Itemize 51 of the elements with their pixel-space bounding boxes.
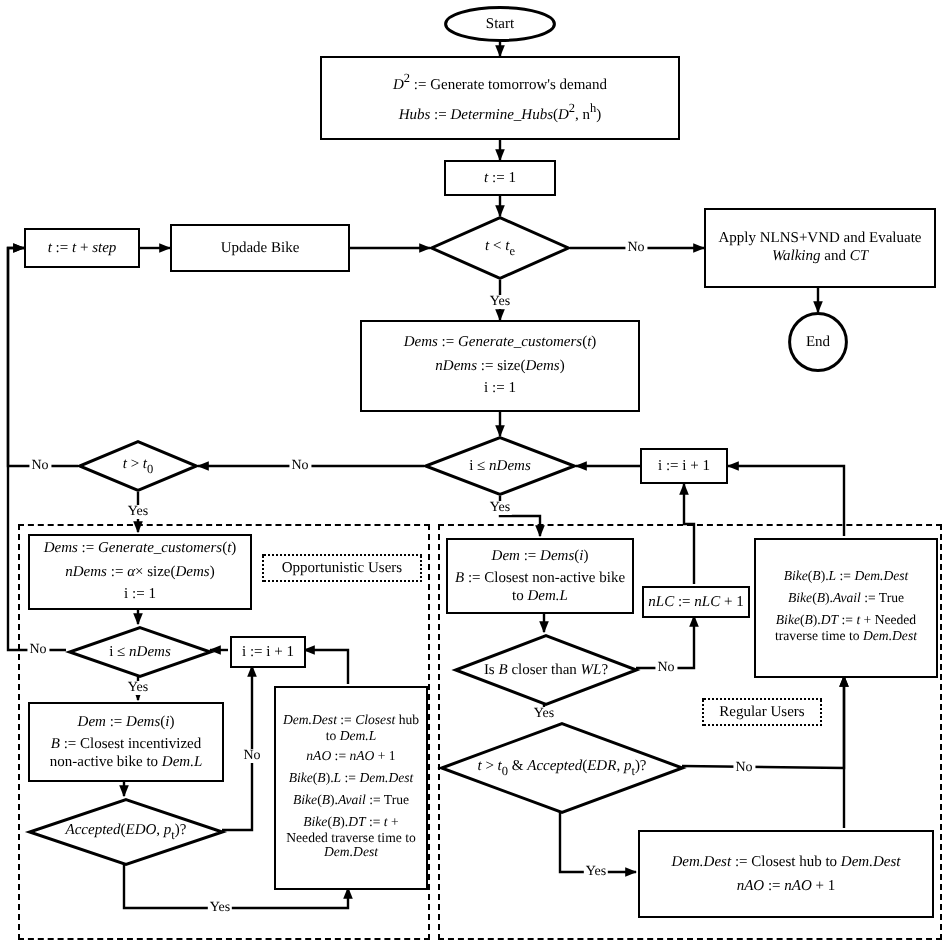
arrow: [813, 288, 823, 314]
arrow: [539, 612, 549, 634]
arrow: [222, 664, 257, 832]
arrow: [122, 864, 353, 910]
process-box: [640, 448, 728, 484]
arrow: [839, 674, 849, 828]
arrow: [119, 780, 129, 798]
arrow: [726, 461, 846, 536]
arrow: [570, 243, 706, 253]
decision-diamond: [68, 626, 212, 678]
arrow: [679, 482, 696, 584]
process-box: [638, 830, 934, 918]
arrow: [636, 614, 699, 670]
process-box: [28, 534, 252, 610]
process-box: [704, 208, 936, 288]
arrow: [495, 412, 505, 438]
arrow: [140, 243, 172, 253]
decision-diamond: [440, 722, 684, 814]
process-box: [360, 320, 640, 412]
terminal-circle: [788, 312, 848, 372]
arrow: [495, 196, 505, 218]
process-box: [320, 56, 680, 140]
process-box: [28, 702, 224, 782]
process-box: [754, 538, 938, 678]
arrow: [133, 608, 143, 626]
arrow: [558, 812, 638, 877]
dashed-group-frame: [438, 524, 942, 940]
decision-diamond: [454, 634, 638, 706]
arrow: [302, 645, 350, 684]
arrow: [495, 140, 505, 162]
dashed-group-frame: [18, 524, 430, 940]
arrow: [6, 243, 66, 652]
arrow: [495, 42, 505, 58]
arrow: [196, 461, 424, 471]
decision-diamond: [430, 216, 570, 280]
decision-diamond: [78, 440, 198, 492]
arrow: [574, 461, 640, 471]
decision-diamond: [28, 798, 224, 866]
arrow: [208, 645, 228, 655]
group-label-box: [702, 698, 822, 726]
process-box: [642, 586, 750, 618]
process-box: [230, 636, 306, 668]
arrow: [350, 243, 432, 253]
process-box: [444, 160, 556, 196]
process-box: [446, 538, 634, 614]
process-box: [274, 686, 428, 890]
group-label-box: [262, 554, 422, 582]
process-box: [24, 228, 140, 268]
decision-diamond: [424, 436, 576, 496]
process-box: [170, 224, 350, 272]
terminal-ellipse: [444, 6, 556, 42]
